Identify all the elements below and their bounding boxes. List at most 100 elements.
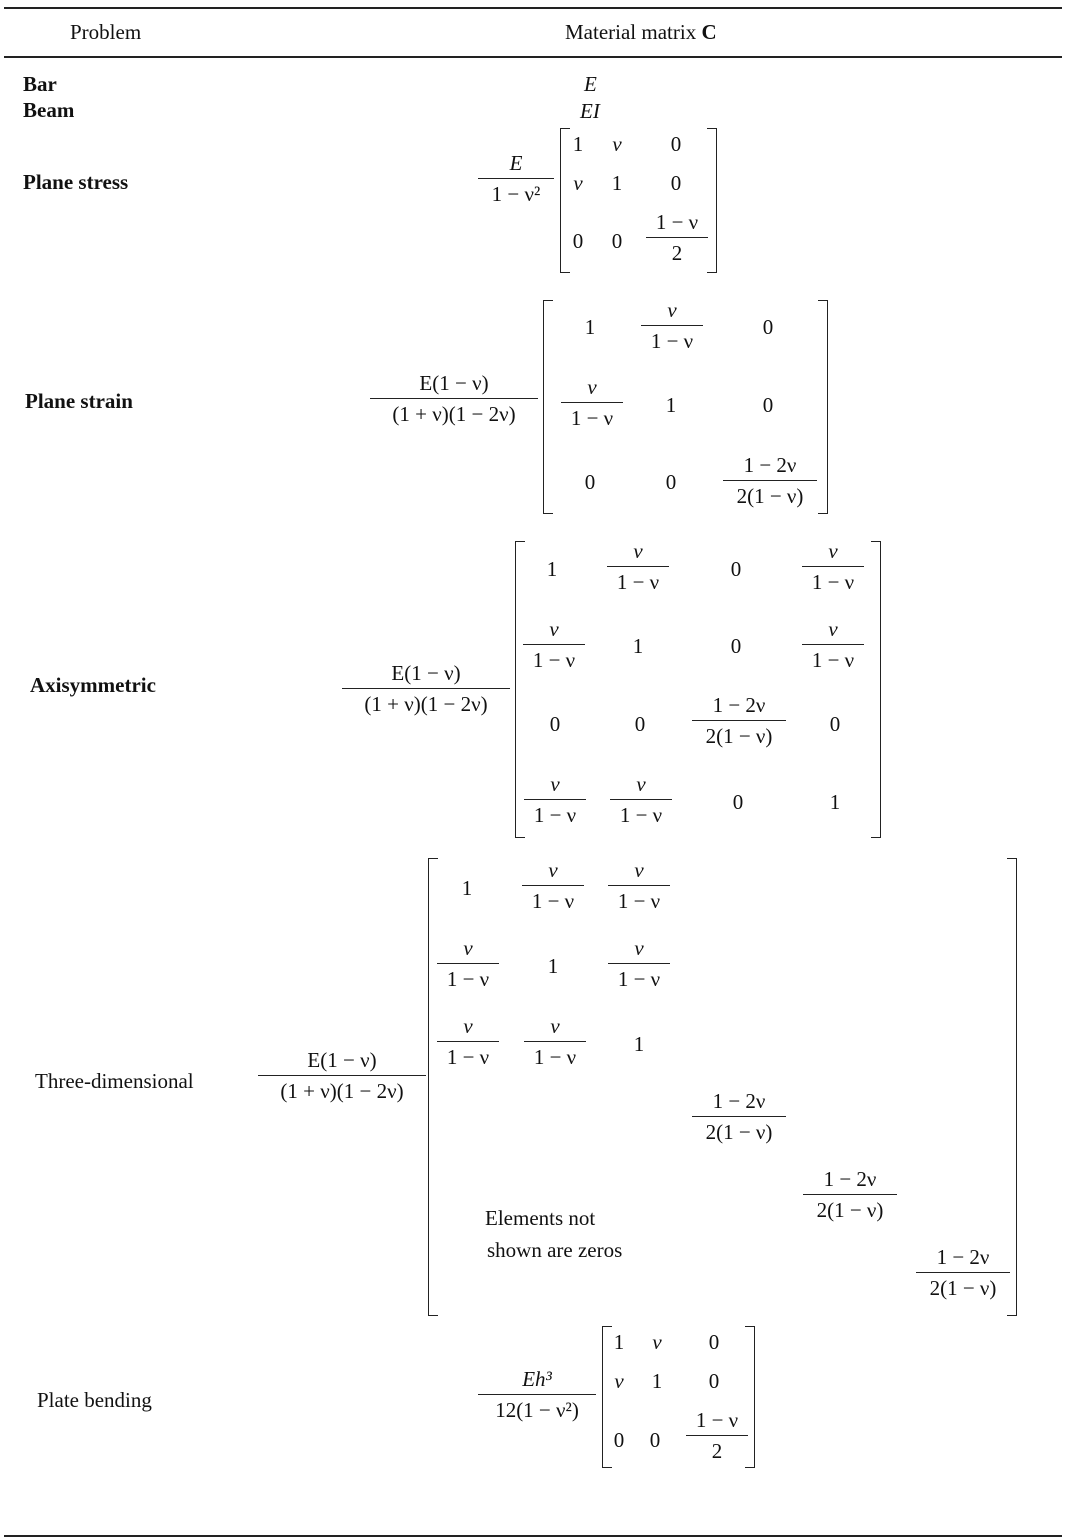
frac-den: 1 − ν	[446, 967, 490, 991]
frac-den: 2(1 − ν)	[816, 1198, 884, 1222]
plane-strain-bracket-right	[818, 300, 828, 514]
label-bar: Bar	[23, 72, 57, 96]
coef-den: (1 + ν)(1 − 2ν)	[280, 1079, 404, 1103]
td-m22: 1	[547, 954, 559, 978]
ps-m21: ν	[573, 171, 583, 195]
ps-m33-num: 1 − ν	[646, 209, 708, 238]
frac-num: ν	[608, 935, 670, 964]
label-plate-bending: Plate bending	[37, 1388, 152, 1412]
bottom-rule	[4, 1535, 1062, 1537]
ax-m21: ν 1 − ν	[523, 616, 585, 673]
three-d-note-line2: shown are zeros	[487, 1238, 623, 1262]
ps-m31: 0	[572, 229, 584, 253]
pe-m23: 0	[762, 393, 774, 417]
pe-m11: 1	[584, 315, 596, 339]
frac-num: ν	[437, 1013, 499, 1042]
frac-den: 1 − ν	[650, 329, 694, 353]
header-problem: Problem	[70, 20, 142, 44]
pb-m13: 0	[708, 1330, 720, 1354]
frac-den: 1 − ν	[532, 648, 576, 672]
ps-m32: 0	[611, 229, 623, 253]
header-material-matrix-symbol: C	[701, 20, 717, 44]
axisymmetric-coefficient: E(1 − ν) (1 + ν)(1 − 2ν)	[342, 660, 510, 717]
frac-num: ν	[524, 771, 586, 800]
coef-num: E	[478, 150, 554, 179]
ax-m41: ν 1 − ν	[524, 771, 586, 828]
frac-num: ν	[437, 935, 499, 964]
axisymmetric-bracket-right	[871, 541, 881, 838]
three-d-bracket-right	[1007, 858, 1017, 1316]
coef-den: (1 + ν)(1 − 2ν)	[364, 692, 488, 716]
ps-m33: 1 − ν 2	[646, 209, 708, 266]
label-axisymmetric: Axisymmetric	[30, 673, 156, 697]
label-three-dimensional: Three-dimensional	[35, 1069, 194, 1093]
three-d-bracket-left	[428, 858, 438, 1316]
plane-strain-coefficient: E(1 − ν) (1 + ν)(1 − 2ν)	[370, 370, 538, 427]
pb-m32: 0	[649, 1428, 661, 1452]
coef-den: (1 + ν)(1 − 2ν)	[392, 402, 516, 426]
td-m21: ν 1 − ν	[437, 935, 499, 992]
coef-num: Eh³	[478, 1366, 596, 1395]
ps-m22: 1	[611, 171, 623, 195]
ax-m32: 0	[634, 712, 646, 736]
coef-num: E(1 − ν)	[258, 1047, 426, 1076]
pe-m33: 1 − 2ν 2(1 − ν)	[723, 452, 817, 509]
plane-strain-bracket-left	[543, 300, 553, 514]
td-m33: 1	[633, 1032, 645, 1056]
header-material-matrix-text: Material matrix	[565, 20, 702, 44]
axisymmetric-bracket-left	[515, 541, 525, 838]
frac-num: ν	[522, 857, 584, 886]
ax-m11: 1	[546, 557, 558, 581]
ax-m43: 0	[732, 790, 744, 814]
frac-den: 1 − ν	[533, 1045, 577, 1069]
ax-m42: ν 1 − ν	[610, 771, 672, 828]
ps-m13: 0	[670, 132, 682, 156]
header-rule	[4, 56, 1062, 58]
header-material-matrix: Material matrix C	[565, 20, 717, 45]
frac-den: 2(1 − ν)	[929, 1276, 997, 1300]
pe-m21: ν 1 − ν	[561, 374, 623, 431]
pb-m22: 1	[651, 1369, 663, 1393]
coef-num: E(1 − ν)	[370, 370, 538, 399]
frac-num: ν	[641, 297, 703, 326]
ps-m12: ν	[612, 132, 622, 156]
frac-num: ν	[561, 374, 623, 403]
expr-bar: E	[584, 72, 597, 96]
three-dimensional-coefficient: E(1 − ν) (1 + ν)(1 − 2ν)	[258, 1047, 426, 1104]
ax-m14: ν 1 − ν	[802, 538, 864, 595]
ps-m11: 1	[572, 132, 584, 156]
frac-den: 1 − ν	[811, 648, 855, 672]
ax-m22: 1	[632, 634, 644, 658]
frac-den: 2(1 − ν)	[705, 724, 773, 748]
top-rule	[4, 7, 1062, 9]
td-m32: ν 1 − ν	[524, 1013, 586, 1070]
ps-m23: 0	[670, 171, 682, 195]
frac-den: 1 − ν	[617, 967, 661, 991]
frac-num: ν	[802, 616, 864, 645]
pb-m21: ν	[614, 1369, 624, 1393]
pb-m33-den: 2	[711, 1439, 723, 1463]
frac-num: 1 − 2ν	[916, 1244, 1010, 1273]
frac-den: 1 − ν	[570, 406, 614, 430]
pb-m31: 0	[613, 1428, 625, 1452]
coef-den: 12(1 − ν²)	[495, 1398, 579, 1422]
ax-m31: 0	[549, 712, 561, 736]
td-m44: 1 − 2ν 2(1 − ν)	[692, 1088, 786, 1145]
frac-num: ν	[802, 538, 864, 567]
pb-m33-num: 1 − ν	[686, 1407, 748, 1436]
plate-bending-bracket-left	[602, 1326, 612, 1468]
pe-m13: 0	[762, 315, 774, 339]
ps-m33-den: 2	[671, 241, 683, 265]
frac-num: ν	[524, 1013, 586, 1042]
pe-m31: 0	[584, 470, 596, 494]
td-m23: ν 1 − ν	[608, 935, 670, 992]
plane-stress-coefficient: E 1 − ν²	[478, 150, 554, 207]
frac-num: ν	[523, 616, 585, 645]
frac-den: 1 − ν	[619, 803, 663, 827]
plate-bending-bracket-right	[745, 1326, 755, 1468]
three-d-note-line1: Elements not	[485, 1206, 596, 1230]
frac-den: 1 − ν	[811, 570, 855, 594]
frac-den: 1 − ν	[446, 1045, 490, 1069]
coef-num: E(1 − ν)	[342, 660, 510, 689]
pb-m11: 1	[613, 1330, 625, 1354]
